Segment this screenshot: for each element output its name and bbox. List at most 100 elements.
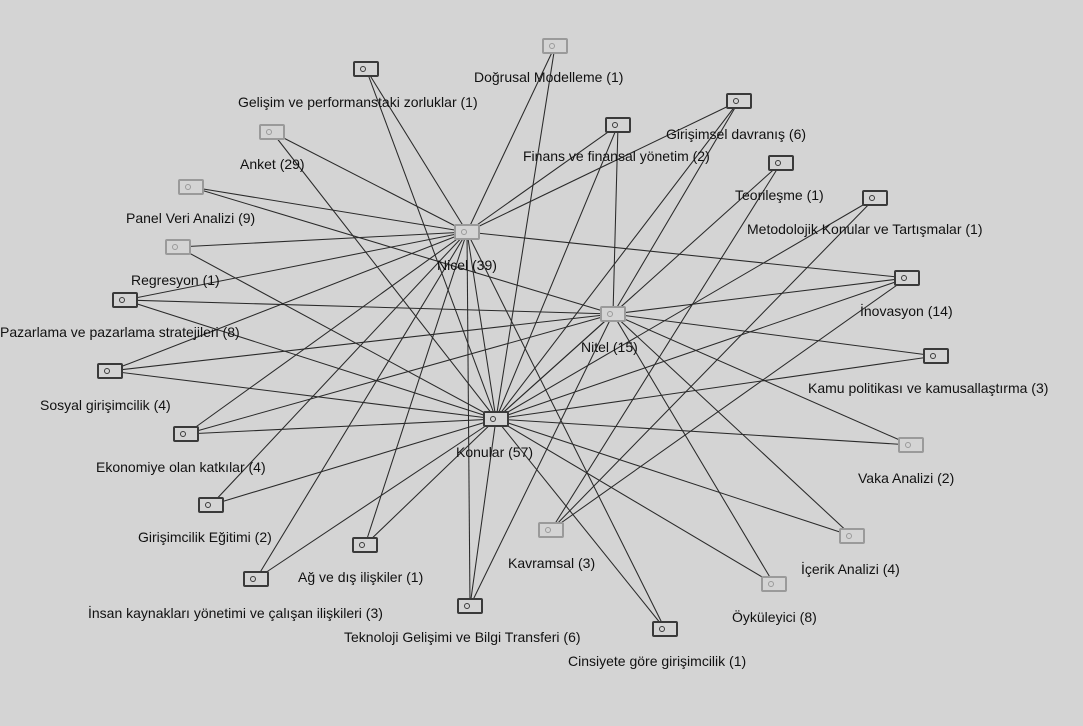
tag-icon[interactable] (839, 528, 865, 544)
tag-icon[interactable] (454, 224, 480, 240)
node-label: Konular (57) (456, 444, 534, 460)
tag-icon[interactable] (652, 621, 678, 637)
node-label: Finans ve finansal yönetim (2) (523, 148, 710, 164)
tag-icon[interactable] (178, 179, 204, 195)
edge-kavramsal-inovasyon (550, 277, 908, 531)
edge-nicel-anket (271, 131, 468, 233)
node-label: Metodolojik Konular ve Tartışmalar (1) (747, 221, 983, 237)
tag-icon[interactable] (198, 497, 224, 513)
tag-icon[interactable] (173, 426, 199, 442)
node-label: İnovasyon (14) (860, 303, 953, 319)
edge-nicel-panel (190, 186, 468, 233)
tag-icon[interactable] (894, 270, 920, 286)
node-label: Nitel (15) (581, 339, 638, 355)
edge-nitel-inovasyon (612, 277, 908, 315)
node-label: Vaka Analizi (2) (858, 470, 955, 486)
node-label: Pazarlama ve pazarlama stratejileri (8) (0, 324, 240, 340)
edge-kavramsal-teorilesme (550, 162, 782, 531)
tag-icon[interactable] (457, 598, 483, 614)
edge-konular-vaka (495, 418, 912, 446)
tag-icon[interactable] (353, 61, 379, 77)
edge-nicel-girisimsel (466, 100, 740, 233)
edge-konular-teknoloji (469, 418, 497, 607)
tag-icon[interactable] (768, 155, 794, 171)
node-label: Ağ ve dış ilişkiler (1) (298, 569, 424, 585)
tag-icon[interactable] (600, 306, 626, 322)
tag-icon[interactable] (352, 537, 378, 553)
edge-nicel-ag (364, 231, 468, 546)
node-label: Nicel (39) (437, 257, 497, 273)
edge-konular-kamu (495, 355, 937, 420)
tag-icon[interactable] (726, 93, 752, 109)
tag-icon[interactable] (483, 411, 509, 427)
node-label: İçerik Analizi (4) (801, 561, 900, 577)
tag-icon[interactable] (923, 348, 949, 364)
node-label: Kavramsal (3) (508, 555, 596, 571)
edge-konular-finans (495, 124, 619, 420)
edge-nicel-gelisim (365, 68, 468, 233)
node-label: Panel Veri Analizi (9) (126, 210, 256, 226)
node-label: Teorileşme (1) (735, 187, 824, 203)
edge-konular-ag (364, 418, 497, 546)
edge-nicel-konular (466, 231, 497, 420)
edge-nitel-ekonomi (185, 313, 614, 435)
edge-nicel-pazarlama (124, 231, 468, 301)
edge-konular-pazarlama (124, 299, 497, 420)
tag-icon[interactable] (898, 437, 924, 453)
edge-konular-teorilesme (495, 162, 782, 420)
tag-icon[interactable] (538, 522, 564, 538)
tag-icon[interactable] (605, 117, 631, 133)
edge-nicel-sosyal (109, 231, 468, 372)
edge-nicel-inovasyon (466, 231, 908, 279)
tag-icon[interactable] (761, 576, 787, 592)
edge-nitel-girisimsel (612, 100, 740, 315)
edge-nitel-panel (190, 186, 614, 315)
edge-nitel-kamu (612, 313, 937, 357)
edge-konular-dogrusal (495, 45, 556, 420)
edge-nicel-finans (466, 124, 619, 233)
tag-icon[interactable] (165, 239, 191, 255)
tag-icon[interactable] (862, 190, 888, 206)
edge-nitel-sosyal (109, 313, 614, 372)
edge-konular-insan (255, 418, 497, 580)
tag-icon[interactable] (112, 292, 138, 308)
edge-nicel-insan (255, 231, 468, 580)
tag-icon[interactable] (243, 571, 269, 587)
edge-nicel-teknoloji (466, 231, 471, 607)
edge-konular-inovasyon (495, 277, 908, 420)
node-label: İnsan kaynakları yönetimi ve çalışan ili… (88, 605, 383, 621)
edge-konular-anket (271, 131, 497, 420)
edge-nicel-ekonomi (185, 231, 468, 435)
node-label: Öyküleyici (8) (732, 609, 817, 625)
node-label: Girişimsel davranış (6) (666, 126, 807, 142)
edge-nitel-teknoloji (469, 313, 614, 607)
edge-konular-regresyon (177, 246, 497, 420)
node-label: Kamu politikası ve kamusallaştırma (3) (808, 380, 1049, 396)
edge-kavramsal-metodolojik (550, 197, 876, 531)
node-label: Cinsiyete göre girişimcilik (1) (568, 653, 747, 669)
edge-nitel-vaka (612, 313, 912, 446)
node-label: Ekonomiye olan katkılar (4) (96, 459, 266, 475)
tag-icon[interactable] (259, 124, 285, 140)
tag-icon[interactable] (542, 38, 568, 54)
tag-icon[interactable] (97, 363, 123, 379)
edge-nitel-icerik (612, 313, 853, 537)
edge-konular-cinsiyet (495, 418, 666, 630)
edge-nicel-regresyon (177, 231, 468, 248)
node-label: Girişimcilik Eğitimi (2) (138, 529, 272, 545)
edge-konular-sosyal (109, 370, 497, 420)
edge-konular-gelisim (365, 68, 497, 420)
edge-nitel-finans (612, 124, 619, 315)
node-label: Sosyal girişimcilik (4) (40, 397, 171, 413)
edge-konular-egitim (210, 418, 497, 506)
edge-nitel-oykuleyici (612, 313, 775, 585)
edge-dogrusal-nicel (466, 45, 556, 233)
edge-nicel-cinsiyet (466, 231, 666, 630)
edge-konular-oykuleyici (495, 418, 775, 585)
node-label: Doğrusal Modelleme (1) (474, 69, 624, 85)
edge-konular-ekonomi (185, 418, 497, 435)
node-label: Regresyon (1) (131, 272, 220, 288)
edge-nitel-pazarlama (124, 299, 614, 315)
edge-konular-metodolojik (495, 197, 876, 420)
